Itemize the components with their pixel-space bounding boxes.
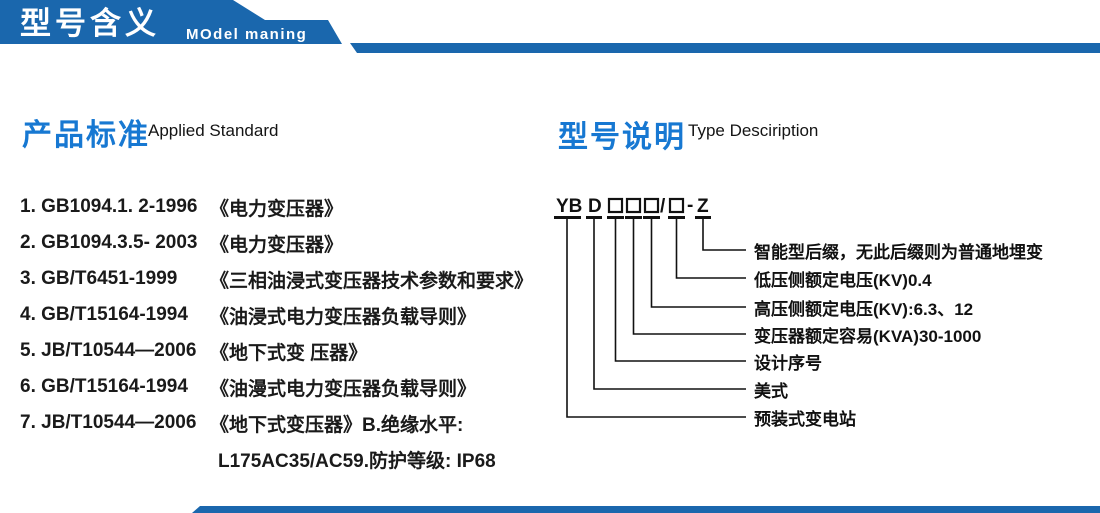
standard-item: 1. GB1094.1. 2-1996 《电力变压器》 — [20, 189, 550, 225]
model-code-slash: / — [660, 196, 666, 217]
standard-title: 《电力变压器》 — [210, 234, 344, 256]
standard-title: 《地下式变压器》B.绝缘水平: — [210, 414, 464, 436]
standard-item: 3. GB/T6451-1999 《三相油浸式变压器技术参数和要求》 — [20, 261, 550, 297]
standard-code: 3. GB/T6451-1999 — [20, 268, 178, 289]
standard-item: 2. GB1094.3.5- 2003 《电力变压器》 — [20, 225, 550, 261]
left-section-heading-cn: 产品标准 — [22, 119, 150, 152]
standard-item: 7. JB/T10544—2006 《地下式变压器》B.绝缘水平: — [20, 405, 550, 441]
standard-item: 4. GB/T15164-1994 《油浸式电力变压器负载导则》 — [20, 297, 550, 333]
standard-continuation: L175AC35/AC59.防护等级: IP68 — [218, 450, 496, 472]
diagram-label: 低压侧额定电压(KV)0.4 — [754, 270, 932, 290]
header-banner — [0, 0, 1100, 53]
bottom-accent-strip — [192, 506, 1100, 513]
model-box — [607, 197, 624, 214]
header-strip-shape — [350, 43, 1100, 53]
model-code-diagram: YB D / - Z — [554, 195, 746, 418]
diagram-label: 变压器额定容易(KVA)30-1000 — [754, 326, 982, 346]
connector-box1 — [614, 219, 746, 362]
standard-code: 1. GB1094.1. 2-1996 — [20, 196, 198, 217]
standard-title: 《电力变压器》 — [210, 198, 344, 220]
model-code-suffix: Z — [697, 196, 709, 217]
right-section-heading-en: Type Desciription — [688, 121, 819, 140]
standard-code: 5. JB/T10544—2006 — [20, 340, 197, 361]
connector-box3 — [650, 219, 746, 308]
model-code-dash: - — [687, 195, 693, 216]
standard-item: 5. JB/T10544—2006 《地下式变 压器》 — [20, 333, 550, 369]
diagram-label: 预装式变电站 — [754, 409, 856, 429]
right-section-heading-cn: 型号说明 — [558, 121, 686, 154]
diagram-label: 美式 — [754, 381, 788, 401]
standard-code: 2. GB1094.3.5- 2003 — [20, 232, 198, 253]
connector-prefix — [566, 219, 746, 418]
standards-list: 1. GB1094.1. 2-1996 《电力变压器》 2. GB1094.3.… — [20, 189, 550, 477]
standard-code: 6. GB/T15164-1994 — [20, 376, 188, 397]
connector-lines — [566, 219, 746, 418]
diagram-label: 智能型后缀，无此后缀则为普通地埋变 — [754, 242, 1043, 262]
standard-code: 4. GB/T15164-1994 — [20, 304, 188, 325]
left-section-heading-en: Applied Standard — [148, 121, 279, 140]
page-subtitle: MOdel maning — [186, 26, 308, 43]
standard-item: 6. GB/T15164-1994 《油漫式电力变压器负载导则》 — [20, 369, 550, 405]
connector-box2 — [632, 219, 746, 335]
connector-box4 — [675, 219, 746, 279]
model-box — [643, 197, 660, 214]
connector-suffix — [702, 219, 746, 251]
model-box — [625, 197, 642, 214]
model-box — [668, 197, 685, 214]
standard-title: 《地下式变 压器》 — [210, 342, 368, 364]
model-code-prefix: YB — [556, 196, 582, 217]
model-code-underlines — [554, 216, 711, 219]
standard-title: 《油漫式电力变压器负载导则》 — [210, 378, 477, 400]
standard-title: 《三相油浸式变压器技术参数和要求》 — [210, 270, 534, 292]
standard-title: 《油浸式电力变压器负载导则》 — [210, 306, 477, 328]
model-code-type: D — [588, 196, 602, 217]
header-block-shape — [0, 0, 342, 44]
diagram-label: 设计序号 — [754, 353, 822, 373]
page-title: 型号含义 — [20, 6, 160, 41]
diagram-label: 高压侧额定电压(KV):6.3、12 — [754, 299, 974, 319]
standard-code: 7. JB/T10544—2006 — [20, 412, 197, 433]
connector-type — [593, 219, 746, 390]
